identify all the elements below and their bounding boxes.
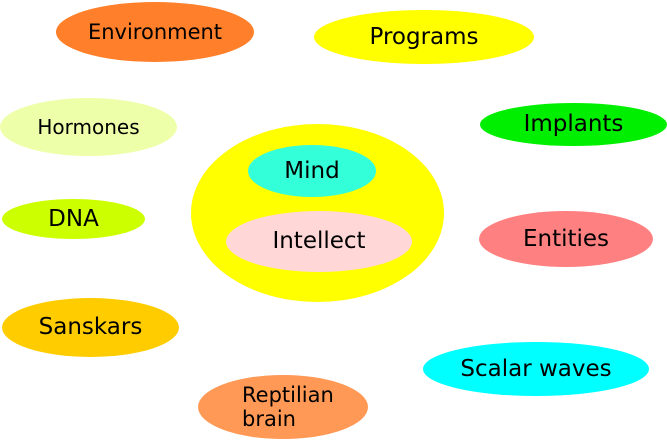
intellect-node: Intellect xyxy=(226,211,412,272)
entities-node: Entities xyxy=(479,211,653,267)
mind-node: Mind xyxy=(248,145,376,197)
dna-node: DNA xyxy=(2,199,145,239)
entities-label: Entities xyxy=(522,225,610,252)
environment-label: Environment xyxy=(87,19,223,44)
environment-node: Environment xyxy=(56,2,254,62)
scalar-waves-node: Scalar waves xyxy=(423,342,649,396)
dna-label: DNA xyxy=(48,205,99,232)
hormones-label: Hormones xyxy=(37,114,140,139)
programs-node: Programs xyxy=(314,10,534,64)
programs-label: Programs xyxy=(369,23,479,50)
reptilian-brain-node: Reptilian brain xyxy=(198,375,368,439)
intellect-label: Intellect xyxy=(272,228,366,255)
scalar-waves-label: Scalar waves xyxy=(460,355,612,382)
sanskars-label: Sanskars xyxy=(38,314,143,341)
sanskars-node: Sanskars xyxy=(2,298,179,357)
reptilian-brain-label: Reptilian brain xyxy=(242,382,334,431)
mind-label: Mind xyxy=(284,157,340,184)
hormones-node: Hormones xyxy=(0,98,177,156)
implants-label: Implants xyxy=(523,111,624,138)
implants-node: Implants xyxy=(480,103,667,146)
